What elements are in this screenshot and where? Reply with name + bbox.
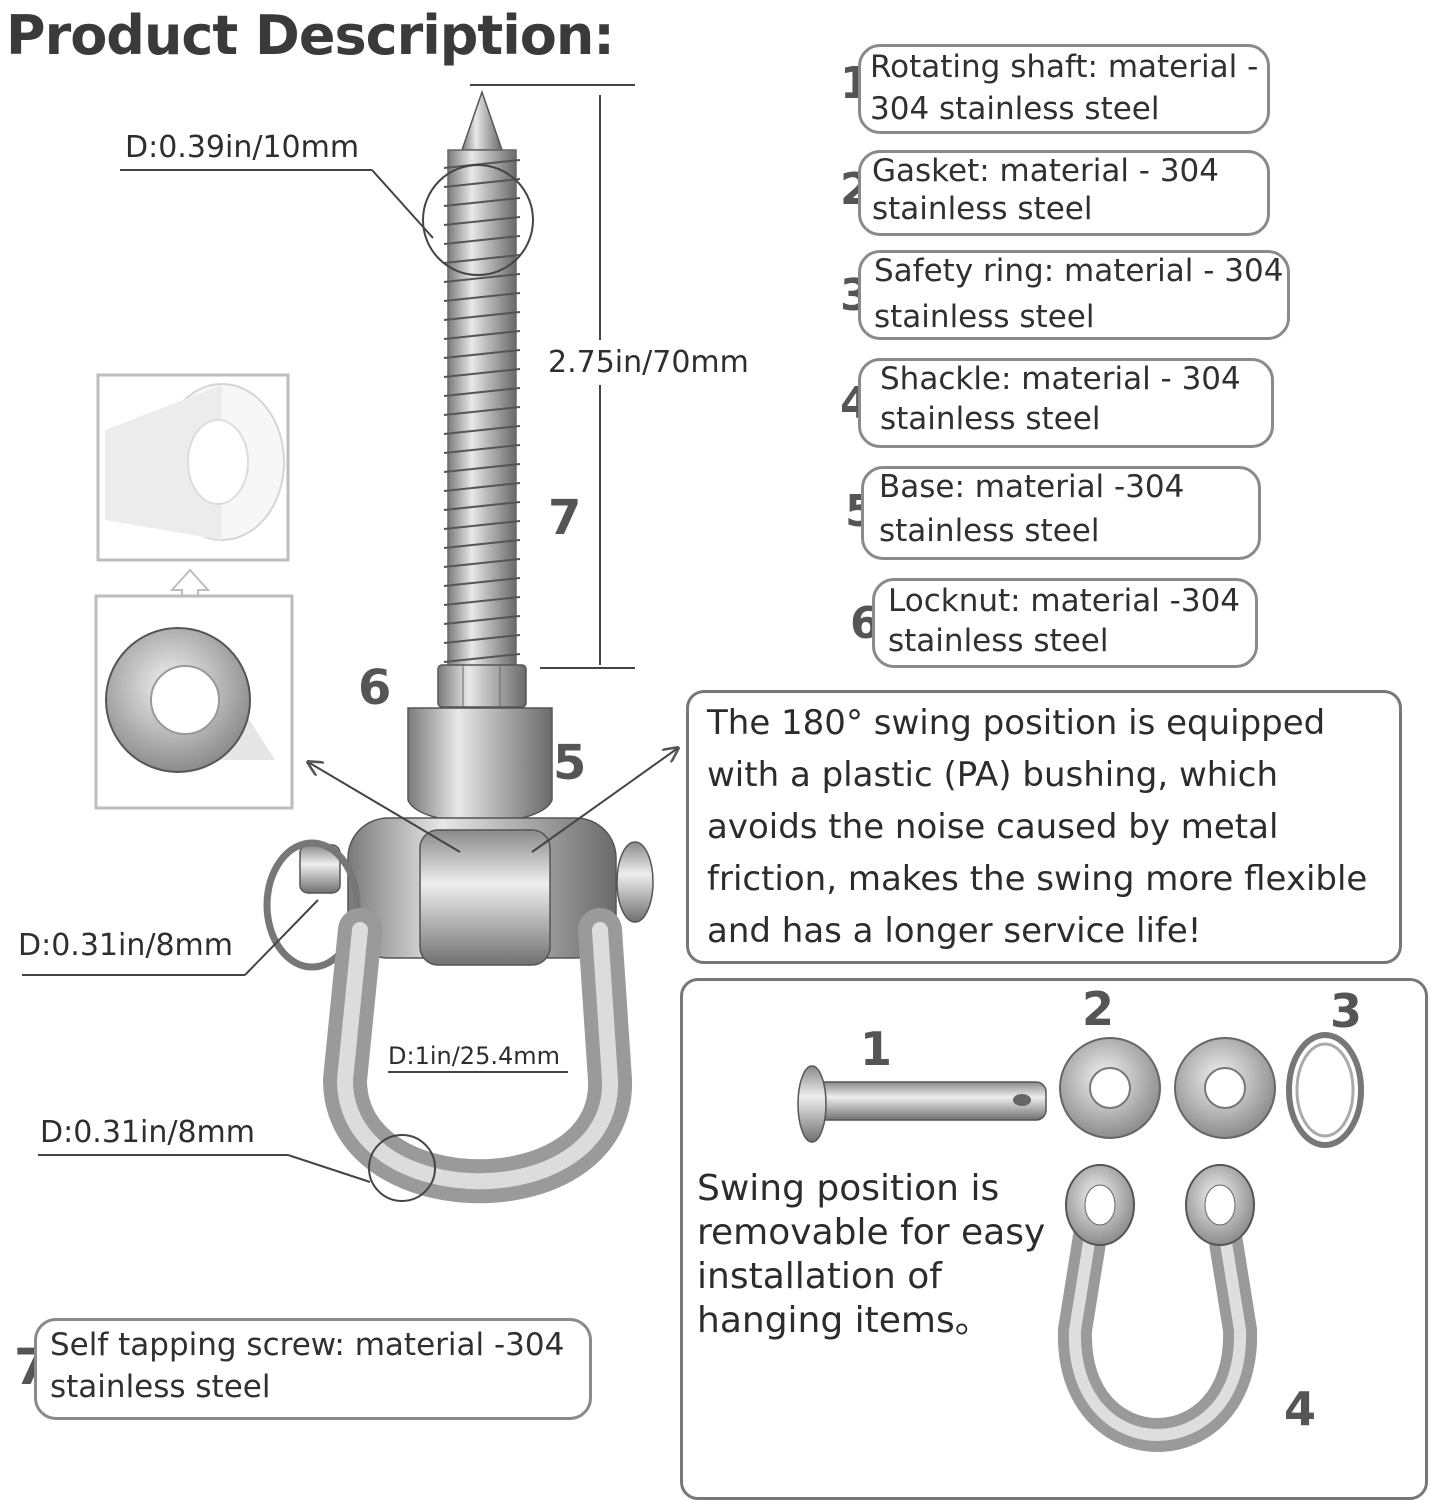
self-tapping-screw bbox=[443, 89, 521, 671]
bushing-note-box: The 180° swing position is equipped with… bbox=[686, 690, 1402, 964]
callout-6: 6 bbox=[358, 660, 392, 716]
locknut bbox=[437, 664, 527, 708]
parts-box-num-4: 4 bbox=[1284, 1382, 1317, 1436]
pin-diameter-label: D:0.31in/8mm bbox=[18, 928, 233, 963]
thread-diameter-label: D:0.39in/10mm bbox=[125, 130, 360, 165]
part-label-6: 6 Locknut: material -304 stainless steel bbox=[850, 578, 1260, 670]
thread-callout bbox=[120, 164, 534, 276]
parts-box: Swing position is removable for easy ins… bbox=[680, 978, 1428, 1500]
parts-box-num-2: 2 bbox=[1082, 982, 1115, 1036]
swivel-base bbox=[263, 707, 654, 971]
part-label-3: 3 Safety ring: material - 304 stainless … bbox=[840, 250, 1290, 340]
page-title: Product Description: bbox=[6, 4, 615, 67]
part-label-7: 7 Self tapping screw: material -304 stai… bbox=[14, 1318, 594, 1428]
callout-5: 5 bbox=[553, 735, 587, 791]
length-label: 2.75in/70mm bbox=[548, 345, 749, 380]
parts-box-num-3: 3 bbox=[1330, 984, 1363, 1038]
bushing-detail bbox=[94, 373, 294, 810]
shackle bbox=[322, 908, 633, 1204]
part-label-4: 4 Shackle: material - 304 stainless stee… bbox=[840, 358, 1274, 448]
shackle-diameter-label: D:0.31in/8mm bbox=[40, 1115, 255, 1150]
part-label-5: 5 Base: material -304 stainless steel bbox=[845, 466, 1265, 561]
part-label-1: 1 Rotating shaft: material - 304 stainle… bbox=[840, 44, 1270, 134]
bushing-note-text: The 180° swing position is equipped with… bbox=[707, 703, 1368, 951]
parts-box-num-1: 1 bbox=[860, 1022, 893, 1076]
disassembled-parts bbox=[797, 1032, 1364, 1452]
length-dimension bbox=[470, 84, 635, 669]
part-label-2: 2 Gasket: material - 304 stainless steel bbox=[840, 150, 1270, 240]
shackle-inner-label: D:1in/25.4mm bbox=[388, 1042, 560, 1070]
removable-note: Swing position is removable for easy ins… bbox=[697, 1168, 1046, 1341]
callout-7: 7 bbox=[548, 490, 582, 546]
